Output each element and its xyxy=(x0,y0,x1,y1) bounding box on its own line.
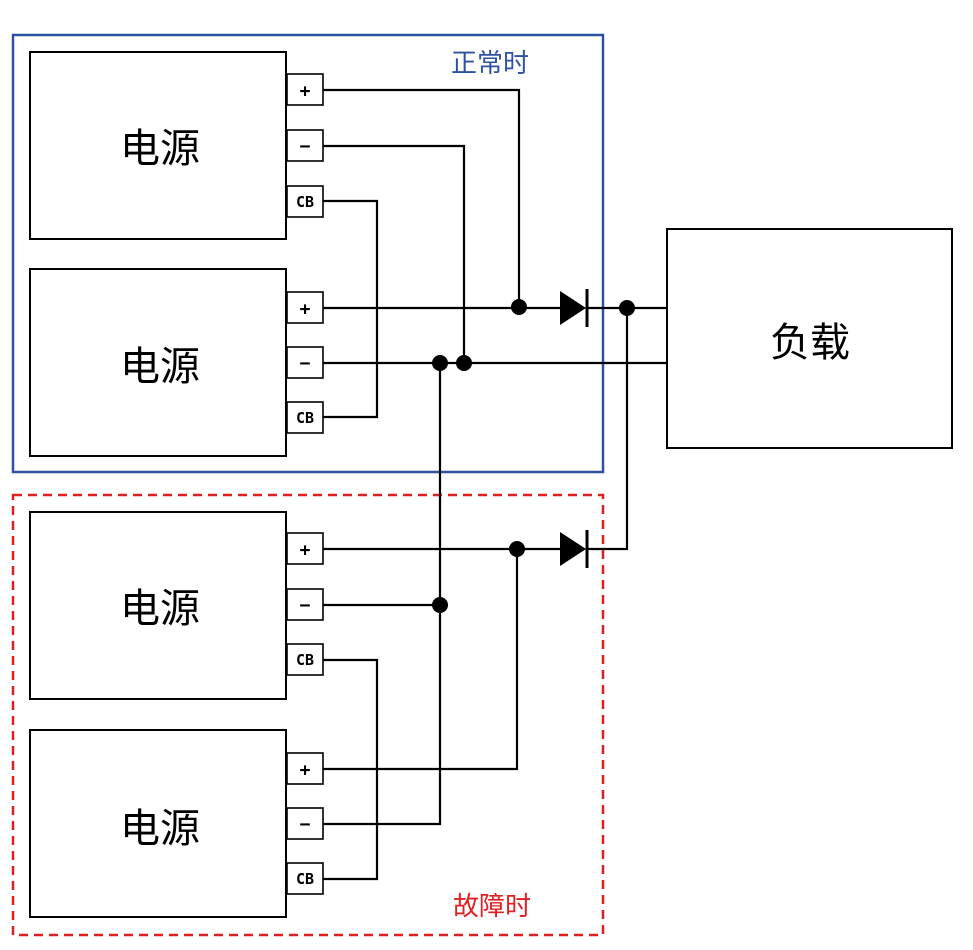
terminal-plus xyxy=(286,532,324,565)
wire-cb-link-bottom xyxy=(323,658,379,881)
wire-bottom-diode-to-node xyxy=(588,308,629,551)
terminal-minus xyxy=(286,129,324,162)
power-supply-label: 电源 xyxy=(120,126,200,172)
terminal-plus xyxy=(286,752,324,785)
junction-dot xyxy=(509,541,525,557)
diode-top xyxy=(560,289,589,327)
terminal-cb-label: CB xyxy=(296,870,314,888)
terminal-cb-label: CB xyxy=(296,409,314,427)
terminal-cb xyxy=(286,643,324,676)
terminal-minus xyxy=(286,807,324,840)
power-supply-4: 电源 + − CB xyxy=(29,729,324,918)
normal-group-frame xyxy=(11,33,605,474)
terminal-plus-label: + xyxy=(300,81,311,102)
load-label: 负载 xyxy=(770,320,850,366)
fault-group-frame xyxy=(11,493,605,937)
terminal-minus-label: − xyxy=(300,814,311,835)
power-supply-label: 电源 xyxy=(120,806,200,852)
terminal-plus xyxy=(286,73,324,106)
junction-dot xyxy=(619,300,635,316)
terminal-plus-label: + xyxy=(300,299,311,320)
terminal-minus-label: − xyxy=(300,353,311,374)
power-supply-1: 电源 + − CB xyxy=(29,51,324,240)
power-supply-3: 电源 + − CB xyxy=(29,511,324,700)
wire-psu4-plus xyxy=(323,549,519,771)
terminal-plus-label: + xyxy=(300,760,311,781)
load-box: 负载 xyxy=(666,228,953,449)
junction-dot xyxy=(432,597,448,613)
junction-dot xyxy=(456,355,472,371)
terminal-cb xyxy=(286,862,324,895)
terminal-minus xyxy=(286,346,324,379)
junction-dot xyxy=(432,355,448,371)
fault-group-label: 故障时 xyxy=(453,892,531,922)
terminal-cb-label: CB xyxy=(296,193,314,211)
power-supply-label: 电源 xyxy=(120,344,200,390)
terminal-plus xyxy=(286,291,324,324)
terminal-minus-label: − xyxy=(300,136,311,157)
terminal-plus-label: + xyxy=(300,540,311,561)
power-supply-label: 电源 xyxy=(120,586,200,632)
terminal-minus-label: − xyxy=(300,595,311,616)
wire-psu1-minus xyxy=(323,144,466,362)
wire-psu1-plus xyxy=(323,88,521,307)
terminal-cb xyxy=(286,185,324,218)
power-supply-2: 电源 + − CB xyxy=(29,268,324,457)
wire-negative-tie xyxy=(323,363,442,826)
terminal-cb-label: CB xyxy=(296,651,314,669)
normal-group-label: 正常时 xyxy=(451,49,529,79)
terminal-cb xyxy=(286,401,324,434)
terminal-minus xyxy=(286,588,324,621)
junction-dot xyxy=(511,299,527,315)
diode-bottom xyxy=(560,530,589,568)
